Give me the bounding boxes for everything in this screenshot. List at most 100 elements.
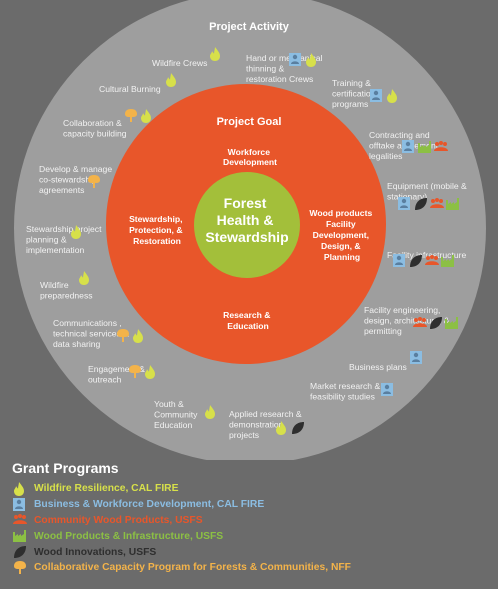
leaf-icon (12, 545, 28, 559)
activity-market-research: Market research &feasibility studies (310, 381, 393, 402)
flame-icon (166, 73, 176, 87)
leaf-icon (410, 255, 422, 267)
flame-icon (71, 225, 81, 239)
legend-item: Collaborative Capacity Program for Fores… (12, 560, 492, 576)
activity-label: Communications ,technical services &data… (53, 318, 129, 349)
legend-label: Wildfire Resilience, CAL FIRE (34, 483, 179, 495)
tree-icon (129, 365, 141, 378)
legend-label: Collaborative Capacity Program for Fores… (34, 562, 351, 574)
factory-icon (446, 198, 459, 210)
activity-label: Engagement &outreach (88, 364, 145, 385)
community-icon (430, 198, 444, 208)
community-icon (413, 317, 427, 327)
legend-item: Wildfire Resilience, CAL FIRE (12, 481, 492, 497)
activity-label: Collaboration &capacity building (63, 118, 127, 139)
legend-label: Wood Innovations, USFS (34, 546, 157, 558)
goal-wood-products: Wood products Facility Development, Desi… (309, 208, 374, 262)
flame-icon (210, 47, 220, 61)
project-diagram: Project Activity Project Goal Forest Hea… (14, 0, 486, 460)
outer-ring-title: Project Activity (209, 21, 290, 33)
activity-engagement: Engagement &outreach (88, 364, 155, 385)
factory-icon (418, 141, 431, 153)
flame-icon (133, 329, 143, 343)
flame-icon (387, 89, 397, 103)
goal-ring-title: Project Goal (217, 116, 282, 128)
activity-facility-infra: Facility infrastructure (387, 250, 466, 267)
business-icon (370, 89, 382, 102)
activity-label: Business plans (349, 362, 407, 372)
community-icon (425, 255, 439, 265)
activity-label: Equipment (mobile &stationary) (387, 181, 467, 202)
center-circle (194, 172, 300, 278)
goal-workforce: Workforce Development (223, 147, 277, 167)
activity-communications: Communications ,technical services &data… (53, 318, 143, 349)
activity-cultural-burning: Cultural Burning (99, 73, 176, 94)
flame-icon (276, 421, 286, 435)
activity-business-plans: Business plans (349, 351, 422, 372)
activity-label: Wildfire Crews (152, 58, 207, 68)
business-icon (393, 254, 405, 267)
tree-icon (117, 329, 129, 342)
legend-item: Wood Innovations, USFS (12, 544, 492, 560)
flame-icon (12, 481, 28, 496)
legend-label: Wood Products & Infrastructure, USFS (34, 530, 224, 542)
legend-item: Business & Workforce Development, CAL FI… (12, 497, 492, 513)
legend-title: Grant Programs (12, 460, 119, 476)
tree-icon (125, 109, 137, 122)
leaf-icon (292, 422, 304, 434)
legend-label: Community Wood Products, USFS (34, 514, 203, 526)
activity-label: Market research &feasibility studies (310, 381, 380, 402)
flame-icon (141, 109, 151, 123)
legend-items: Wildfire Resilience, CAL FIRE Business & … (12, 481, 492, 576)
goal-stewardship: Stewardship, Protection, & Restoration (129, 214, 185, 246)
business-icon (402, 140, 414, 153)
flame-icon (79, 271, 89, 285)
business-icon (289, 53, 301, 66)
goal-research: Research & Education (223, 310, 273, 331)
activity-wildfire-crews: Wildfire Crews (152, 47, 220, 68)
factory-icon (12, 529, 28, 543)
center-label: Forest Health & Stewardship (205, 195, 288, 245)
activity-facility-engineering: Facility engineering,design, architectur… (364, 305, 458, 336)
community-icon (434, 141, 448, 151)
leaf-icon (430, 317, 442, 329)
flame-icon (205, 405, 215, 419)
activity-label: Facility engineering,design, architectur… (364, 305, 450, 336)
legend-item: Wood Products & Infrastructure, USFS (12, 528, 492, 544)
legend-label: Business & Workforce Development, CAL FI… (34, 499, 265, 511)
business-icon (398, 197, 410, 210)
activity-collaboration: Collaboration &capacity building (63, 109, 151, 139)
grant-programs-legend: Grant Programs Wildfire Resilience, CAL … (12, 460, 492, 576)
business-icon (12, 497, 28, 512)
business-icon (410, 351, 422, 364)
leaf-icon (415, 198, 427, 210)
flame-icon (306, 53, 316, 67)
tree-icon (88, 175, 100, 188)
legend-item: Community Wood Products, USFS (12, 513, 492, 529)
factory-icon (441, 255, 454, 267)
community-icon (12, 513, 28, 527)
activity-equipment: Equipment (mobile &stationary) (387, 181, 467, 210)
activity-label: Facility infrastructure (387, 250, 466, 260)
factory-icon (445, 317, 458, 329)
activity-label: Cultural Burning (99, 84, 161, 94)
business-icon (381, 383, 393, 396)
tree-icon (12, 560, 28, 575)
flame-icon (145, 365, 155, 379)
